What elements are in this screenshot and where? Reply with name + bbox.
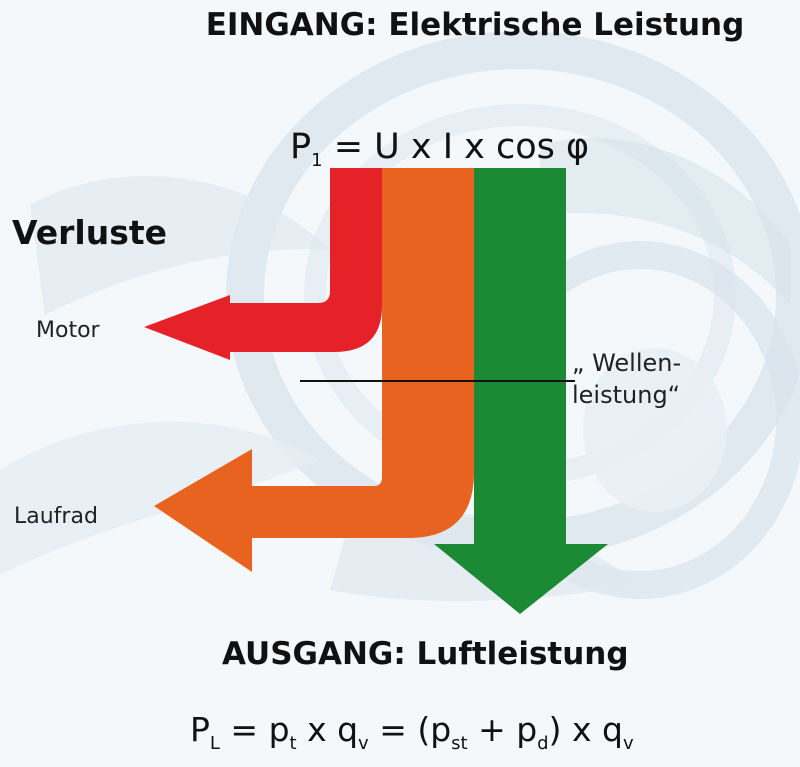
output-formula-d-subscript: d: [537, 733, 549, 754]
output-formula-equals-pt: = p: [219, 710, 290, 749]
shaft-power-flow: [434, 168, 608, 614]
output-formula-st-subscript: st: [451, 733, 468, 754]
output-title: AUSGANG: Luftleistung: [222, 636, 629, 672]
input-title: EINGANG: Elektrische Leistung: [205, 7, 745, 43]
shaft-power-label: „ Wellen-leistung“: [572, 349, 682, 409]
output-formula-plus-pd: + p: [467, 710, 538, 749]
impeller-loss-flow: [154, 168, 474, 572]
output-formula-equals-pst: = (p: [368, 710, 452, 749]
output-formula-p: P: [190, 710, 210, 749]
output-formula-v-subscript-1: v: [358, 733, 369, 754]
input-formula-subscript: 1: [311, 150, 323, 171]
output-formula-x-qv: x q: [296, 710, 359, 749]
output-power-formula: PL = pt x qv = (pst + pd) x qv: [190, 708, 634, 766]
losses-heading: Verluste: [12, 213, 167, 252]
input-formula-rest: = U x I x cos φ: [322, 127, 590, 167]
input-formula-p: P: [290, 127, 312, 167]
output-formula-close-x-qv: ) x q: [548, 710, 623, 749]
output-formula-l-subscript: L: [209, 733, 220, 754]
output-formula-v-subscript-2: v: [622, 733, 634, 754]
input-power-formula: P1 = U x I x cos φ: [290, 124, 589, 184]
output-formula-t-subscript: t: [289, 733, 297, 754]
impeller-loss-label: Laufrad: [14, 504, 98, 529]
motor-loss-flow: [144, 168, 382, 360]
motor-loss-label: Motor: [36, 318, 100, 343]
